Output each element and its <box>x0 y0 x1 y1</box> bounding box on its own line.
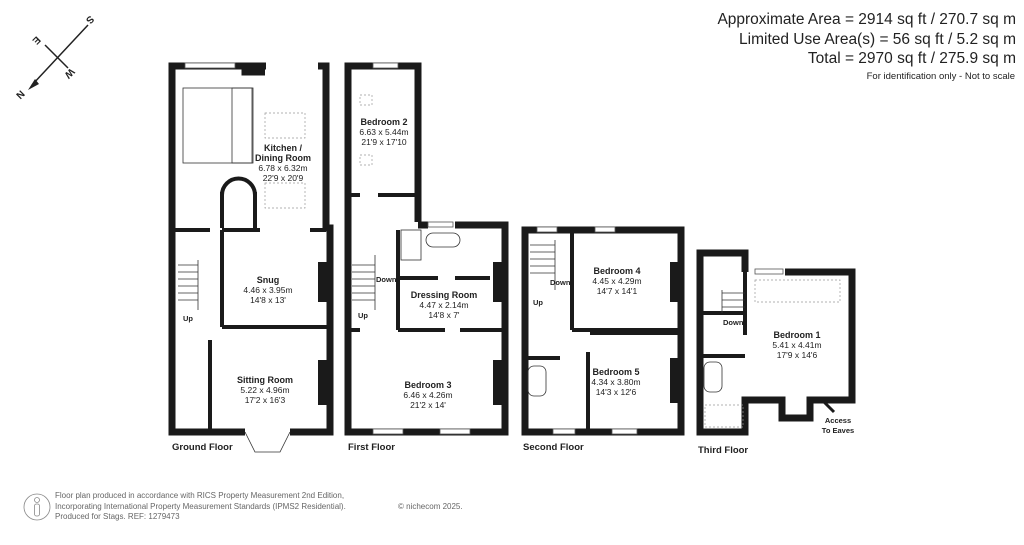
svg-text:N: N <box>13 88 26 101</box>
scale-note: For identification only - Not to scale <box>866 71 1015 82</box>
ground-floor-label: Ground Floor <box>172 442 233 453</box>
first-floor-label: First Floor <box>348 442 395 453</box>
stairs-down-label: Down <box>376 275 397 284</box>
approximate-area: Approximate Area = 2914 sq ft / 270.7 sq… <box>717 11 1016 28</box>
stairs-down-label: Down <box>723 318 744 327</box>
svg-text:S: S <box>83 13 96 26</box>
first-floor-plan <box>344 62 509 436</box>
ground-floor-plan <box>168 62 334 453</box>
limited-use-area: Limited Use Area(s) = 56 sq ft / 5.2 sq … <box>739 31 1016 48</box>
svg-text:E: E <box>30 34 43 47</box>
footer-notes: Floor plan produced in accordance with R… <box>55 491 346 521</box>
stairs-up-label: Up <box>358 311 368 320</box>
compass-icon: S E W N <box>13 13 95 100</box>
third-floor-label: Third Floor <box>698 445 749 456</box>
total-area: Total = 2970 sq ft / 275.9 sq m <box>807 50 1016 67</box>
third-floor-plan <box>696 249 856 436</box>
second-floor-plan <box>521 226 685 436</box>
second-floor-label: Second Floor <box>523 442 584 453</box>
svg-text:W: W <box>61 66 76 81</box>
copyright: © nichecom 2025. <box>398 502 463 511</box>
rics-logo-icon <box>23 493 51 521</box>
stairs-up-label: Up <box>183 314 193 323</box>
stairs-down-label: Down <box>550 278 571 287</box>
stairs-up-label: Up <box>533 298 543 307</box>
